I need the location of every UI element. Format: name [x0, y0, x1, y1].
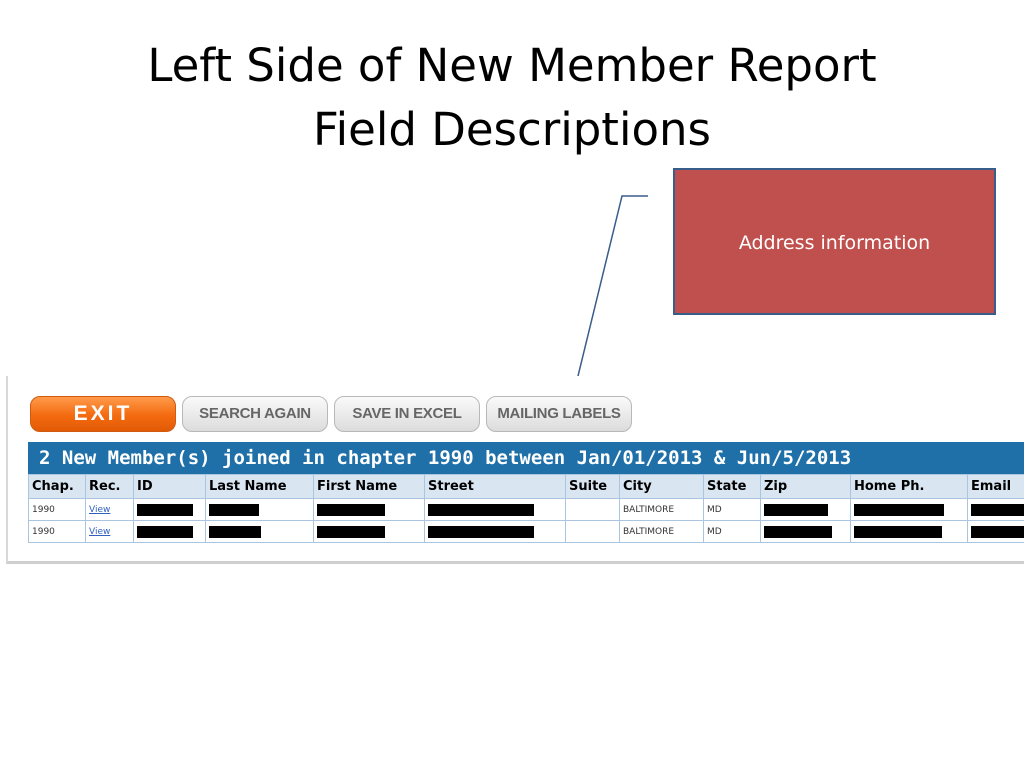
- cell-rec: View: [85, 498, 134, 521]
- redaction-bar: [854, 525, 942, 538]
- cell-zip: [760, 520, 851, 543]
- redaction-bar: [317, 525, 385, 538]
- address-callout-text: Address information: [738, 232, 931, 254]
- column-header-chap[interactable]: Chap.: [28, 474, 86, 499]
- report-screenshot: EXIT SEARCH AGAIN SAVE IN EXCEL MAILING …: [6, 376, 1024, 564]
- cell-chap: 1990: [28, 520, 86, 543]
- cell-street: [424, 520, 566, 543]
- cell-city: BALTIMORE: [619, 498, 704, 521]
- cell-email: [967, 520, 1024, 543]
- slide-title-line-1: Left Side of New Member Report: [147, 39, 877, 92]
- column-header-city[interactable]: City: [619, 474, 704, 499]
- report-header: 2 New Member(s) joined in chapter 1990 b…: [28, 442, 1024, 474]
- exit-button[interactable]: EXIT: [30, 396, 176, 432]
- cell-chap: 1990: [28, 498, 86, 521]
- redaction-bar: [137, 525, 193, 538]
- table-header-row: Chap. Rec. ID Last Name First Name Stree…: [28, 474, 1024, 499]
- table-row: 1990 View BALTIMORE MD: [28, 498, 1024, 521]
- view-record-link[interactable]: View: [89, 526, 111, 537]
- cell-email: [967, 498, 1024, 521]
- column-header-home-phone[interactable]: Home Ph.: [850, 474, 968, 499]
- cell-zip: [760, 498, 851, 521]
- cell-last-name: [205, 520, 314, 543]
- cell-city: BALTIMORE: [619, 520, 704, 543]
- column-header-id[interactable]: ID: [133, 474, 206, 499]
- column-header-first-name[interactable]: First Name: [313, 474, 425, 499]
- cell-suite: [565, 520, 620, 543]
- cell-id: [133, 498, 206, 521]
- column-header-last-name[interactable]: Last Name: [205, 474, 314, 499]
- redaction-bar: [971, 503, 1024, 516]
- view-record-link[interactable]: View: [89, 504, 111, 515]
- redaction-bar: [764, 503, 828, 516]
- search-again-button[interactable]: SEARCH AGAIN: [182, 396, 328, 432]
- redaction-bar: [428, 503, 534, 516]
- redaction-bar: [209, 503, 259, 516]
- slide-title-line-2: Field Descriptions: [313, 103, 711, 156]
- column-header-suite[interactable]: Suite: [565, 474, 620, 499]
- save-in-excel-button[interactable]: SAVE IN EXCEL: [334, 396, 480, 432]
- redaction-bar: [971, 525, 1024, 538]
- redaction-bar: [317, 503, 385, 516]
- redaction-bar: [209, 525, 261, 538]
- column-header-state[interactable]: State: [703, 474, 761, 499]
- column-header-email[interactable]: Email: [967, 474, 1024, 499]
- slide-title: Left Side of New Member Report Field Des…: [0, 34, 1024, 162]
- cell-rec: View: [85, 520, 134, 543]
- address-callout-box: Address information: [673, 168, 996, 315]
- redaction-bar: [428, 525, 534, 538]
- redaction-bar: [854, 503, 944, 516]
- column-header-rec[interactable]: Rec.: [85, 474, 134, 499]
- table-row: 1990 View BALTIMORE MD: [28, 520, 1024, 543]
- mailing-labels-button[interactable]: MAILING LABELS: [486, 396, 632, 432]
- cell-home-phone: [850, 520, 968, 543]
- redaction-bar: [764, 525, 832, 538]
- cell-first-name: [313, 498, 425, 521]
- members-table: Chap. Rec. ID Last Name First Name Stree…: [28, 474, 1024, 543]
- cell-last-name: [205, 498, 314, 521]
- cell-street: [424, 498, 566, 521]
- cell-id: [133, 520, 206, 543]
- cell-first-name: [313, 520, 425, 543]
- cell-suite: [565, 498, 620, 521]
- cell-state: MD: [703, 498, 761, 521]
- cell-home-phone: [850, 498, 968, 521]
- column-header-zip[interactable]: Zip: [760, 474, 851, 499]
- cell-state: MD: [703, 520, 761, 543]
- redaction-bar: [137, 503, 193, 516]
- column-header-street[interactable]: Street: [424, 474, 566, 499]
